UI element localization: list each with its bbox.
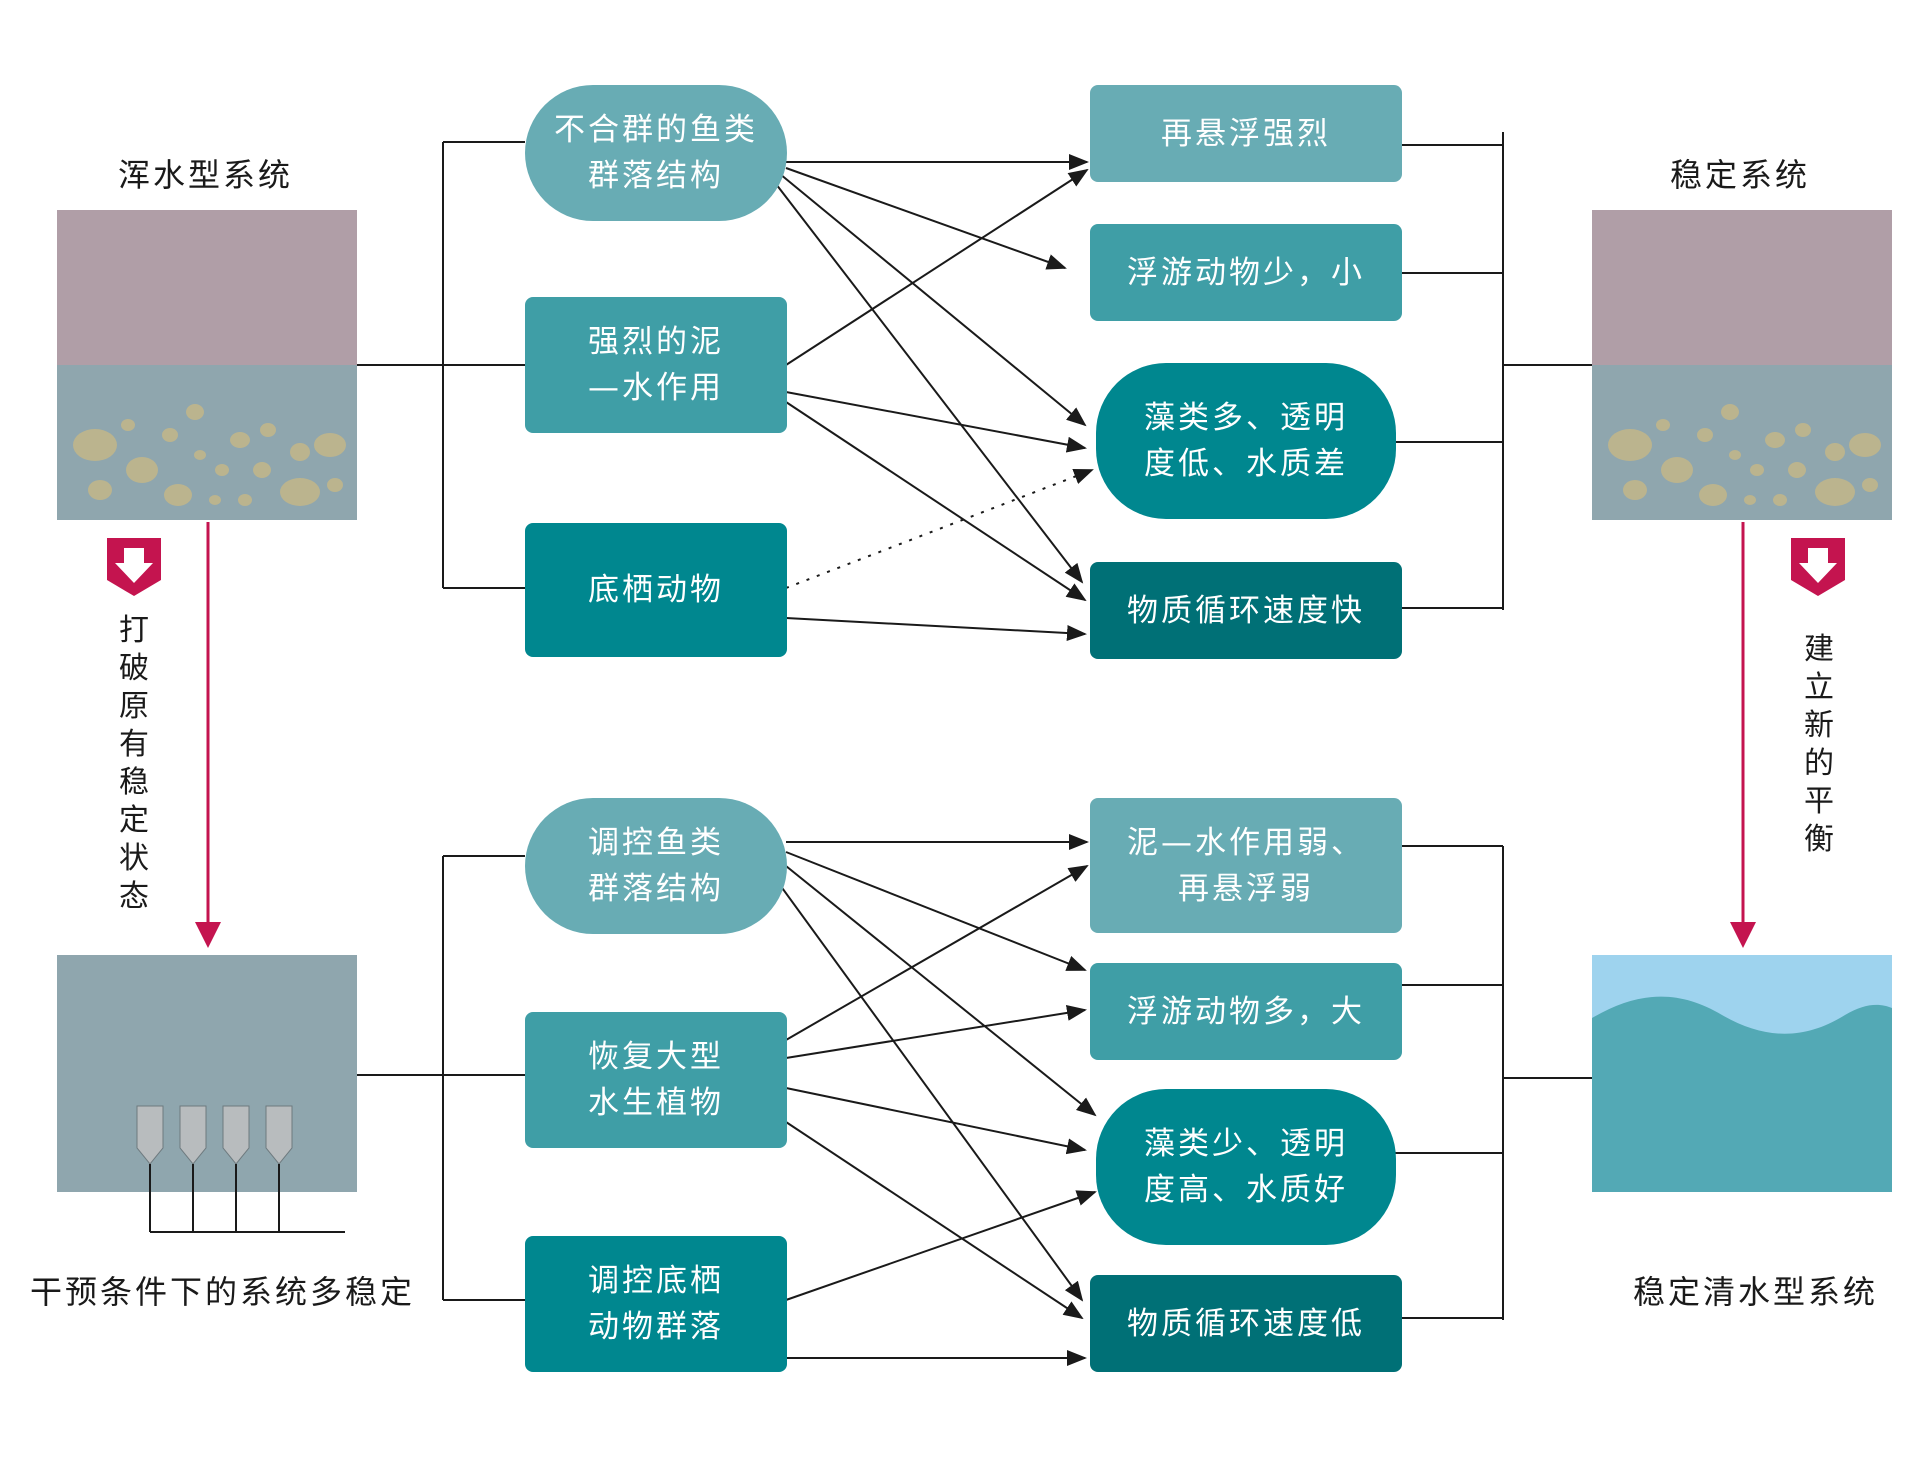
node-regulate-fish: 调控鱼类 群落结构 bbox=[525, 798, 787, 934]
intervention-system-label: 干预条件下的系统多稳定 bbox=[30, 1273, 416, 1311]
arrow bbox=[785, 391, 1087, 453]
arrow bbox=[785, 617, 1087, 642]
node-regulate-benthic: 调控底栖 动物群落 bbox=[525, 1236, 787, 1372]
node-zooplankton-many: 浮游动物多，大 bbox=[1090, 963, 1402, 1060]
probe-wires bbox=[149, 1164, 345, 1233]
arrow bbox=[785, 1121, 1084, 1320]
probe-icons bbox=[136, 1105, 293, 1165]
arrow bbox=[785, 401, 1087, 602]
arrow bbox=[785, 168, 1089, 366]
node-algae-many: 藻类多、透明 度低、水质差 bbox=[1096, 363, 1396, 519]
arrow bbox=[785, 1087, 1087, 1155]
down-badge-icon bbox=[107, 538, 161, 596]
arrow bbox=[785, 864, 1089, 1041]
sediment-pebbles bbox=[1608, 404, 1881, 506]
top-connectors bbox=[357, 132, 1592, 610]
bottom-connectors bbox=[357, 845, 1592, 1320]
red-arrow-right bbox=[1730, 522, 1756, 948]
turbid-tank bbox=[57, 210, 357, 520]
node-zooplankton-few: 浮游动物少，小 bbox=[1090, 224, 1402, 321]
node-fish-structure: 不合群的鱼类 群落结构 bbox=[525, 85, 787, 221]
stable-system-label: 稳定系统 bbox=[1670, 156, 1811, 194]
node-restore-plants: 恢复大型 水生植物 bbox=[525, 1012, 787, 1148]
node-mud-water-interaction: 强烈的泥 —水作用 bbox=[525, 297, 787, 433]
stable-tank bbox=[1592, 210, 1892, 520]
node-algae-few: 藻类少、透明 度高、水质好 bbox=[1096, 1089, 1396, 1245]
new-balance-label: 建立新的平衡 bbox=[1804, 632, 1834, 857]
clear-water-tank bbox=[1592, 955, 1892, 1192]
node-cycle-slow: 物质循环速度低 bbox=[1090, 1275, 1402, 1372]
break-state-label: 打破原有稳定状态 bbox=[119, 613, 149, 914]
down-badge-icon bbox=[1791, 538, 1845, 596]
top-arrows bbox=[775, 154, 1094, 642]
arrow bbox=[785, 167, 1067, 270]
arrow bbox=[785, 1190, 1097, 1301]
node-cycle-fast: 物质循环速度快 bbox=[1090, 562, 1402, 659]
arrow bbox=[785, 469, 1094, 589]
arrow bbox=[775, 183, 1084, 584]
turbid-system-label: 浑水型系统 bbox=[118, 156, 294, 194]
bottom-arrows bbox=[779, 834, 1097, 1366]
arrow bbox=[785, 865, 1097, 1117]
node-benthic-animals: 底栖动物 bbox=[525, 523, 787, 657]
arrow bbox=[785, 1004, 1087, 1059]
red-arrow-left bbox=[195, 522, 221, 948]
node-resuspension-strong: 再悬浮强烈 bbox=[1090, 85, 1402, 182]
arrow bbox=[785, 851, 1087, 971]
sediment-pebbles bbox=[73, 404, 346, 506]
intervention-tank bbox=[57, 955, 357, 1233]
node-resuspension-weak: 泥—水作用弱、 再悬浮弱 bbox=[1090, 798, 1402, 933]
clear-system-label: 稳定清水型系统 bbox=[1633, 1273, 1879, 1311]
arrow bbox=[779, 884, 1084, 1302]
arrow bbox=[779, 173, 1087, 427]
